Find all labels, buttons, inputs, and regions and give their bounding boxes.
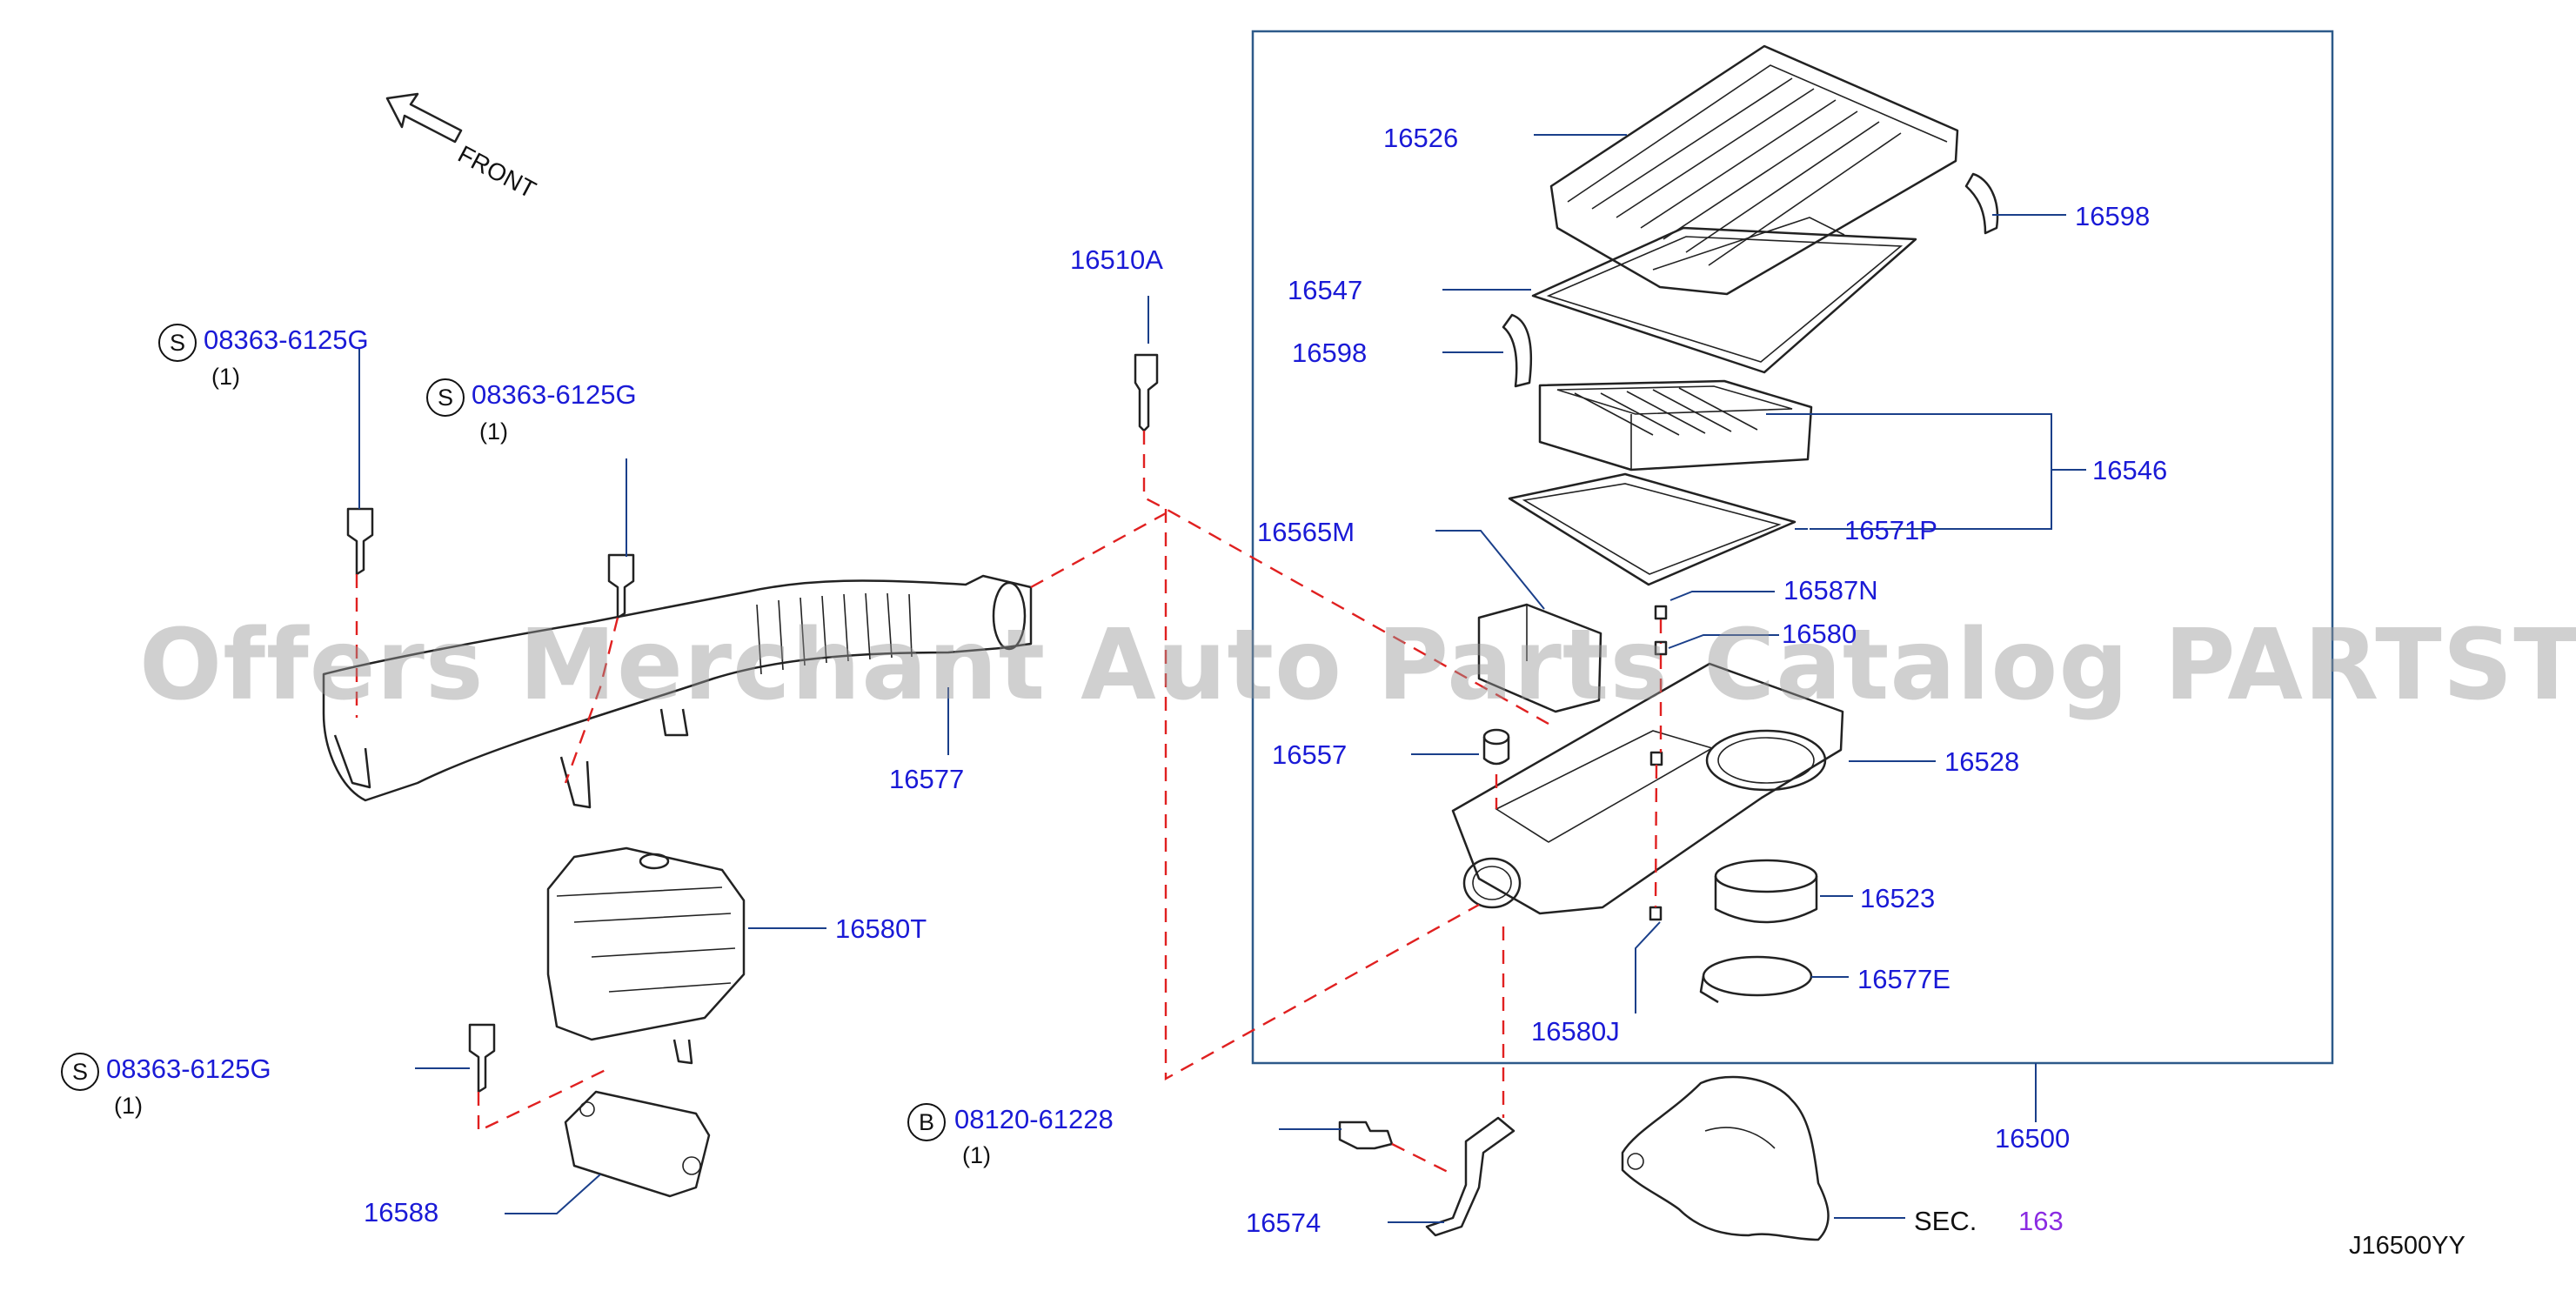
label-16587N[interactable]: 16587N	[1783, 575, 1878, 605]
intake-duct-16577	[322, 574, 1033, 809]
sec-label: SEC.	[1914, 1206, 1977, 1236]
dash-line	[1030, 512, 1167, 589]
fastener-part-3[interactable]: 08363-6125G	[106, 1054, 271, 1084]
resonator-16580T	[546, 846, 746, 1065]
symbol-s-3: S	[61, 1053, 99, 1091]
fastener-qty-4: (1)	[962, 1142, 991, 1168]
label-16565M[interactable]: 16565M	[1257, 517, 1355, 547]
clip-mid	[1649, 751, 1663, 766]
fastener-part-2[interactable]: 08363-6125G	[472, 379, 637, 410]
bolt-lower-left	[468, 1023, 496, 1094]
label-16526[interactable]: 16526	[1383, 123, 1459, 153]
label-16580[interactable]: 16580	[1782, 619, 1857, 649]
label-16510A[interactable]: 16510A	[1070, 244, 1163, 275]
label-16547[interactable]: 16547	[1288, 275, 1363, 305]
filter-seal-16571P	[1508, 472, 1797, 586]
symbol-s-1: S	[158, 324, 197, 362]
label-16523[interactable]: 16523	[1860, 883, 1936, 913]
assembly-frame	[1251, 30, 2334, 1065]
fastener-qty-2: (1)	[479, 418, 508, 445]
label-16528[interactable]: 16528	[1944, 746, 2020, 777]
bolt-upper-left	[346, 507, 374, 576]
dash-line	[1164, 509, 1480, 1081]
fastener-part-1[interactable]: 08363-6125G	[204, 324, 369, 355]
bolt-mid-left	[607, 553, 635, 619]
label-16580J[interactable]: 16580J	[1531, 1016, 1620, 1047]
resonator-16565M	[1477, 603, 1602, 713]
symbol-b-1: B	[907, 1103, 946, 1141]
bracket-16588	[564, 1090, 711, 1198]
label-16500[interactable]: 16500	[1995, 1123, 2071, 1154]
label-16580T[interactable]: 16580T	[835, 913, 927, 944]
symbol-s-2: S	[426, 378, 465, 417]
label-16557[interactable]: 16557	[1272, 739, 1348, 770]
grommet-16557	[1482, 728, 1510, 766]
label-16574[interactable]: 16574	[1246, 1207, 1321, 1238]
fastener-qty-1: (1)	[211, 364, 240, 390]
dash-line	[1391, 1142, 1454, 1176]
bracket-16574	[1338, 1116, 1515, 1237]
label-16598-right[interactable]: 16598	[2075, 201, 2151, 231]
throttle-body-sec163	[1621, 1075, 1830, 1241]
diagram-code: J16500YY	[2349, 1232, 2466, 1260]
lower-case-16528	[1451, 662, 1844, 915]
dash-line	[564, 617, 619, 784]
label-16577E[interactable]: 16577E	[1857, 964, 1950, 994]
clip-16598-lower	[1502, 313, 1533, 388]
label-16598-left[interactable]: 16598	[1292, 338, 1368, 368]
clamp-16577E	[1699, 955, 1813, 1004]
clip-16587N	[1654, 605, 1668, 620]
watermark: Offers Merchant Auto Parts Catalog PARTS…	[139, 609, 2576, 722]
front-arrow-icon	[385, 92, 463, 144]
ring-16523	[1714, 859, 1818, 924]
label-16577[interactable]: 16577	[889, 764, 965, 794]
fastener-qty-3: (1)	[114, 1093, 143, 1119]
dash-line	[1142, 431, 1549, 726]
label-16571P[interactable]: 16571P	[1844, 515, 1937, 545]
fastener-part-4[interactable]: 08120-61228	[954, 1104, 1114, 1134]
bolt-16510A	[1134, 353, 1159, 432]
label-16588[interactable]: 16588	[364, 1197, 439, 1227]
label-16546[interactable]: 16546	[2092, 455, 2168, 485]
filter-element-16546	[1538, 379, 1813, 472]
clip-16580J	[1649, 906, 1663, 921]
sec-number-link[interactable]: 163	[2018, 1206, 2064, 1236]
cover-seal-16547	[1531, 226, 1917, 374]
clip-16580	[1654, 640, 1668, 656]
clip-16598-upper	[1964, 172, 1999, 235]
air-cleaner-cover	[1549, 44, 1959, 296]
